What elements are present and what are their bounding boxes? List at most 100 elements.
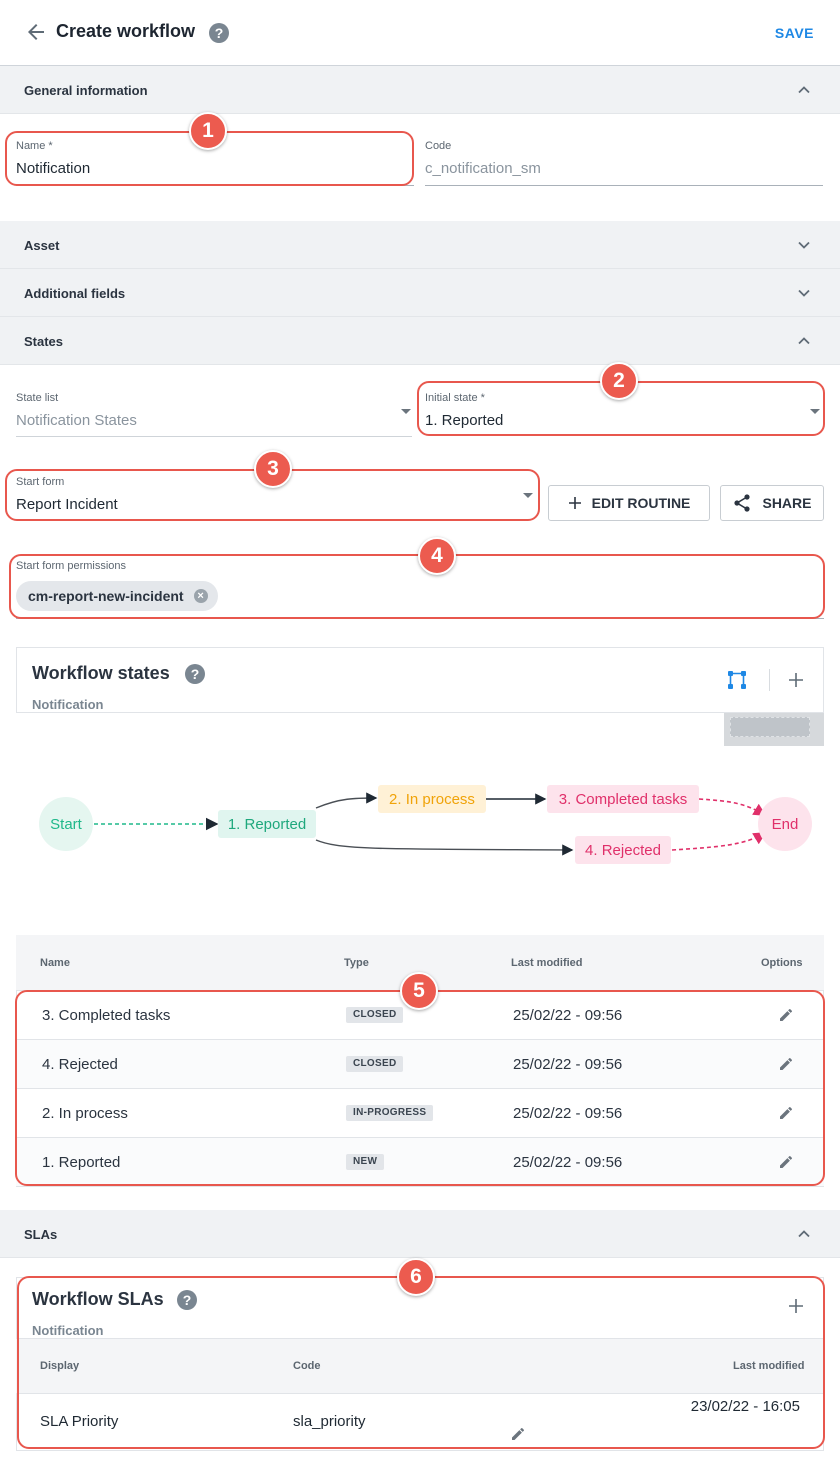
section-states[interactable]: States: [0, 317, 840, 365]
dropdown-caret-icon[interactable]: [810, 409, 820, 414]
callout-badge-6: 6: [397, 1258, 435, 1296]
callout-box-4: [9, 554, 825, 619]
initial-state-select[interactable]: 1. Reported: [425, 412, 504, 429]
permissions-label: Start form permissions: [16, 560, 127, 572]
state-list-label: State list: [16, 392, 59, 404]
callout-badge-4: 4: [418, 537, 456, 575]
edit-pencil-icon[interactable]: [778, 1105, 794, 1121]
edit-pencil-icon[interactable]: [510, 1426, 526, 1442]
share-icon: [734, 494, 751, 512]
section-label: States: [24, 334, 64, 349]
state-last-modified: 25/02/22 - 09:56: [513, 1154, 623, 1171]
share-button[interactable]: SHARE: [720, 485, 824, 521]
permission-chip-label: cm-report-new-incident: [28, 588, 184, 604]
state-list-underline: [16, 436, 412, 437]
name-field-label: Name *: [16, 140, 53, 152]
diagram-node-rejected[interactable]: 4. Rejected: [575, 836, 671, 864]
section-label: Asset: [24, 238, 60, 253]
card-divider: [16, 712, 824, 713]
edit-pencil-icon[interactable]: [778, 1056, 794, 1072]
callout-badge-1: 1: [189, 112, 227, 150]
section-label: General information: [24, 83, 148, 98]
diagram-start-node[interactable]: Start: [39, 797, 93, 851]
add-sla-icon[interactable]: [788, 1298, 804, 1314]
state-name: 3. Completed tasks: [42, 1007, 171, 1024]
section-label: Additional fields: [24, 286, 126, 301]
diagram-end-node[interactable]: End: [758, 797, 812, 851]
chevron-up-icon[interactable]: [796, 1226, 812, 1242]
section-asset[interactable]: Asset: [0, 221, 840, 269]
code-field[interactable]: c_notification_sm: [425, 160, 541, 177]
state-name: 2. In process: [42, 1105, 128, 1122]
dropdown-caret-icon[interactable]: [401, 409, 411, 414]
permission-chip[interactable]: cm-report-new-incident ×: [16, 581, 218, 611]
column-header-type[interactable]: Type: [344, 957, 369, 969]
column-header-last-modified[interactable]: Last modified: [733, 1360, 805, 1372]
code-field-label: Code: [425, 140, 452, 152]
state-last-modified: 25/02/22 - 09:56: [513, 1056, 623, 1073]
edit-routine-button[interactable]: EDIT ROUTINE: [548, 485, 710, 521]
diagram-node-reported[interactable]: 1. Reported: [218, 810, 316, 838]
state-last-modified: 25/02/22 - 09:56: [513, 1105, 623, 1122]
callout-box-5: [15, 990, 825, 1186]
section-general-information[interactable]: General information: [0, 66, 840, 114]
table-row[interactable]: 4. Rejected CLOSED 25/02/22 - 09:56: [16, 1040, 824, 1089]
slas-table-header: [16, 1338, 824, 1394]
state-list-select[interactable]: Notification States: [16, 412, 137, 429]
workflow-states-title: Workflow states: [32, 663, 170, 683]
help-icon[interactable]: ?: [177, 1290, 197, 1310]
table-row[interactable]: 3. Completed tasks CLOSED 25/02/22 - 09:…: [16, 991, 824, 1040]
chevron-down-icon[interactable]: [796, 285, 812, 301]
state-type-badge: NEW: [346, 1154, 385, 1170]
column-header-name[interactable]: Name: [40, 957, 70, 969]
chevron-down-icon[interactable]: [796, 237, 812, 253]
state-type-badge: CLOSED: [346, 1056, 404, 1072]
state-name: 4. Rejected: [42, 1056, 118, 1073]
sla-display: SLA Priority: [40, 1413, 119, 1430]
diagram-layout-icon[interactable]: [726, 669, 748, 691]
column-header-options: Options: [761, 957, 803, 969]
table-row[interactable]: 2. In process IN-PROGRESS 25/02/22 - 09:…: [16, 1089, 824, 1138]
table-row[interactable]: 1. Reported NEW 25/02/22 - 09:56: [16, 1138, 824, 1187]
save-button[interactable]: SAVE: [774, 25, 814, 41]
column-header-display[interactable]: Display: [40, 1360, 80, 1372]
help-icon[interactable]: ?: [185, 664, 205, 684]
add-state-icon[interactable]: [788, 672, 804, 688]
code-field-underline: [425, 185, 823, 186]
back-arrow-icon[interactable]: [24, 20, 48, 44]
sla-code: sla_priority: [293, 1413, 366, 1430]
name-field[interactable]: Notification: [16, 160, 91, 177]
callout-badge-5: 5: [400, 972, 438, 1010]
state-type-badge: IN-PROGRESS: [346, 1105, 434, 1121]
page-title: Create workflow: [56, 21, 196, 41]
chevron-up-icon[interactable]: [796, 82, 812, 98]
state-name: 1. Reported: [42, 1154, 121, 1171]
workflow-states-subtitle: Notification: [32, 697, 104, 712]
state-type-badge: CLOSED: [346, 1007, 404, 1023]
workflow-slas-title: Workflow SLAs: [32, 1289, 164, 1309]
share-label: SHARE: [762, 495, 812, 511]
column-header-code[interactable]: Code: [293, 1360, 321, 1372]
table-row[interactable]: SLA Priority sla_priority 23/02/22 - 16:…: [16, 1394, 824, 1450]
callout-badge-3: 3: [254, 450, 292, 488]
section-slas[interactable]: SLAs: [0, 1210, 840, 1258]
start-form-select[interactable]: Report Incident: [16, 496, 118, 513]
column-header-last-modified[interactable]: Last modified: [511, 957, 583, 969]
diagram-node-in-process[interactable]: 2. In process: [378, 785, 486, 813]
remove-chip-icon[interactable]: ×: [193, 589, 208, 603]
section-label: SLAs: [24, 1227, 58, 1242]
diagram-node-completed-tasks[interactable]: 3. Completed tasks: [547, 785, 699, 813]
sla-last-modified: 23/02/22 - 16:05: [690, 1398, 800, 1415]
diagram-edges: [94, 792, 767, 856]
state-last-modified: 25/02/22 - 09:56: [513, 1007, 623, 1024]
diagram-minimap[interactable]: [724, 713, 824, 746]
workflow-slas-subtitle: Notification: [32, 1323, 104, 1338]
dropdown-caret-icon[interactable]: [523, 493, 533, 498]
section-additional-fields[interactable]: Additional fields: [0, 269, 840, 317]
start-form-label: Start form: [16, 476, 65, 488]
chevron-up-icon[interactable]: [796, 333, 812, 349]
help-icon[interactable]: ?: [209, 23, 229, 43]
edit-pencil-icon[interactable]: [778, 1007, 794, 1023]
edit-routine-label: EDIT ROUTINE: [591, 495, 691, 511]
edit-pencil-icon[interactable]: [778, 1154, 794, 1170]
